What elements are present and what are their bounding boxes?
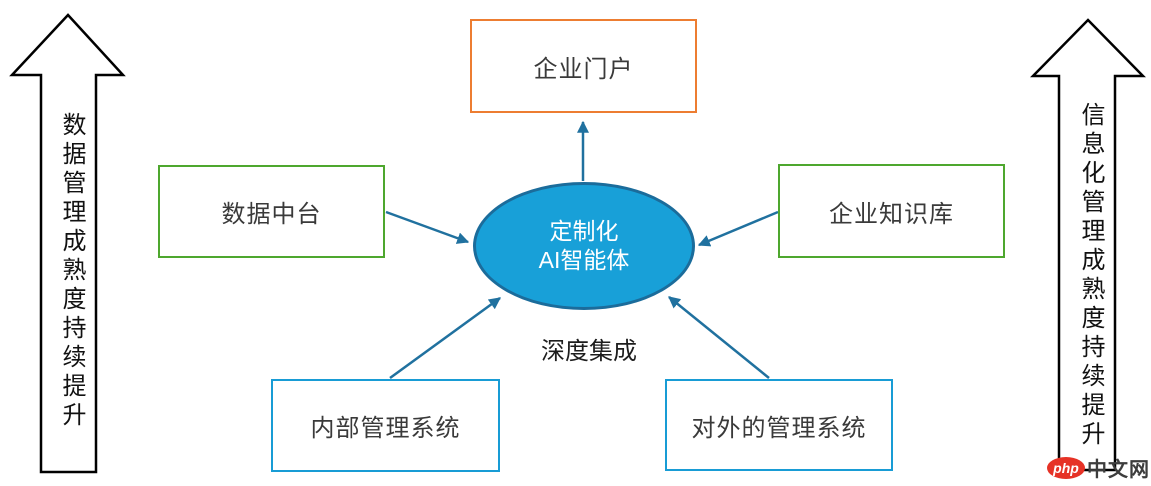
node-external-management-system-label: 对外的管理系统 (691, 414, 867, 442)
node-custom-ai-agent: 定制化 AI智能体 (473, 182, 695, 310)
connector-dataplatform-to-center (385, 210, 470, 244)
right-block-arrow (1030, 18, 1146, 472)
node-knowledge-base-label: 企业知识库 (829, 200, 954, 228)
node-enterprise-portal-label: 企业门户 (533, 55, 634, 83)
node-internal-management-system: 内部管理系统 (271, 379, 500, 472)
right-arrow-label: 信息化管理成熟度持续提升 (1077, 102, 1104, 450)
deep-integration-caption: 深度集成 (541, 338, 637, 365)
node-enterprise-portal: 企业门户 (470, 19, 697, 113)
node-custom-ai-agent-label-line2: AI智能体 (538, 247, 630, 273)
left-block-arrow (9, 13, 126, 474)
connector-knowledgebase-to-center (697, 210, 779, 247)
connector-internalsystem-to-center (389, 296, 501, 380)
connector-externalsystem-to-center (668, 296, 770, 379)
watermark: php 中文网 (1047, 453, 1150, 482)
node-custom-ai-agent-label-line1: 定制化 (549, 218, 619, 244)
node-external-management-system: 对外的管理系统 (665, 379, 893, 471)
left-arrow-label: 数据管理成熟度持续提升 (58, 112, 85, 431)
node-knowledge-base: 企业知识库 (778, 164, 1005, 258)
node-data-platform-label: 数据中台 (221, 201, 322, 228)
watermark-site-text: 中文网 (1087, 459, 1150, 481)
php-logo-icon: php (1047, 456, 1085, 479)
node-internal-management-system-label: 内部管理系统 (310, 415, 461, 442)
node-data-platform: 数据中台 (158, 165, 385, 258)
